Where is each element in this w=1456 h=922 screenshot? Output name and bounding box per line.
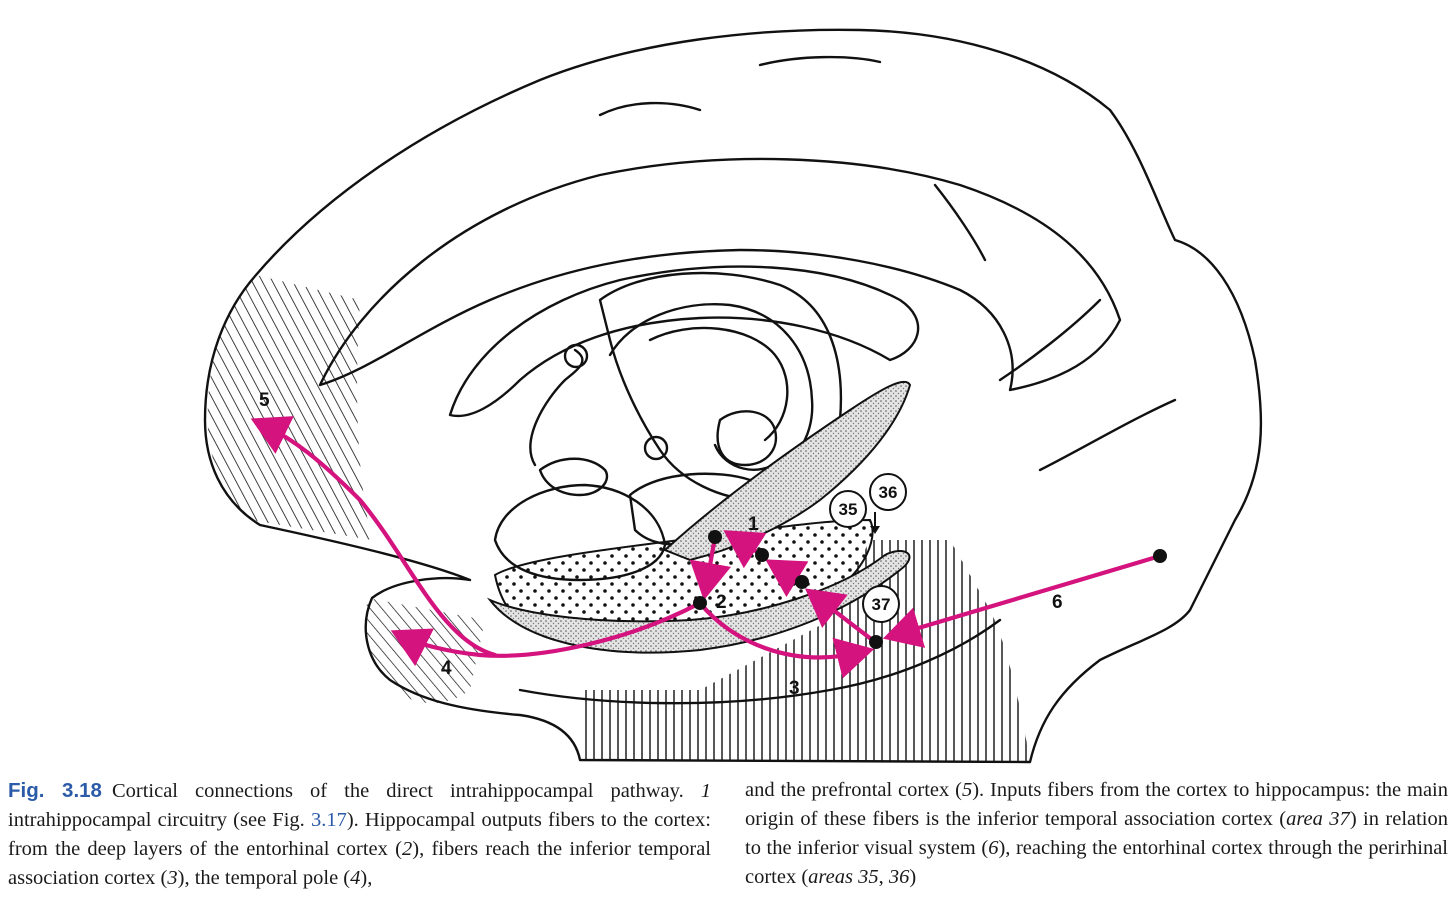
caption-text: ), fibers reach the inferior temporal as… [8,838,711,889]
caption-text: ), [360,867,373,889]
caption-text: ). Inputs fibers from the cortex to hipp… [745,779,1449,830]
caption-text: Cortical connections of the direct intra… [111,780,684,802]
pathway-labels: 1 2 3 4 5 6 [259,390,1063,699]
frontal-sulcus-a [598,101,702,117]
caption-text: ), reaching the entorhinal cortex throug… [745,837,1449,888]
label-6: 6 [1052,592,1063,613]
arrow-to-prefrontal-5 [250,416,498,658]
caption-italic: 4 [350,867,361,889]
area-circles: 35 36 37 [829,473,907,623]
label-3: 3 [789,678,800,699]
area-37-circle [862,585,900,623]
arrow-1-to-2 [689,534,732,601]
cingulate-gyrus [318,157,1122,392]
parietal-sulcus [933,183,987,262]
caption-text: and the prefrontal cortex ( [745,779,962,801]
hatched-areas [207,275,1030,762]
anterior-commissure [529,348,584,467]
third-ventricle [716,410,778,467]
caption-column-left: Fig. 3.18 Cortical connections of the dir… [8,776,711,893]
area-35-circle [829,490,867,528]
caption-italic: 5 [961,779,973,801]
hippocampal-formation [486,380,912,654]
label-4: 4 [441,658,452,679]
caption-column-right: and the prefrontal cortex (5). Inputs fi… [745,776,1448,893]
temporal-sulcus [518,618,1002,705]
node-1 [708,530,722,544]
pathway-nodes [693,530,1167,649]
caption-italic: 36 [888,866,910,888]
label-2: 2 [716,592,727,613]
node-6 [1153,549,1167,563]
caption-italic: areas 35 [808,866,879,888]
caption-text: ), the temporal pole ( [177,867,351,889]
figure-caption: Fig. 3.18 Cortical connections of the dir… [8,776,1448,893]
caption-text: ) in relation to the inferior visual sys… [745,808,1449,859]
figure-reference-link[interactable]: 3.17 [310,809,347,831]
caption-italic: 2 [402,838,413,860]
calcarine-sulcus [1038,398,1177,472]
corpus-callosum [448,265,920,418]
caption-text: ) [909,866,917,888]
brain-diagram: 35 36 37 1 2 3 4 5 6 [203,28,1263,764]
caption-text: intrahippocampal circuitry (see Fig. [8,809,305,831]
commissure-node [643,435,669,461]
label-36: 36 [879,483,898,502]
label-37: 37 [872,595,891,614]
mammillary-body [563,343,589,369]
arrow-to-temporal-pole-4 [390,600,703,667]
node-37 [869,635,883,649]
label-5: 5 [259,390,270,411]
arrow-37-to-perirhinal [805,588,878,645]
inferior-temporal-hatch [580,540,1030,762]
occipital-sulcus [998,298,1102,382]
node-2 [693,596,707,610]
node-perirhinal-a [755,548,769,562]
arrow-to-inferior-temporal-3 [697,600,875,679]
pathway-arrows [250,416,1163,679]
stippled-hippocampus-band [663,380,912,562]
area-36-circle [869,473,907,511]
brain-outline [203,28,1263,764]
outer-contour [203,28,1263,764]
caption-italic: 1 [700,780,712,802]
fornix-loop [648,326,789,442]
caption-italic: 3 [167,867,178,889]
label-1: 1 [748,514,759,535]
frontal-sulcus-b [758,55,882,67]
area-36-pointer-head [870,526,880,534]
caption-italic: area 37 [1286,808,1350,830]
label-35: 35 [839,500,858,519]
caption-text: ). Hippocampal outputs fibers to the cor… [8,809,711,860]
caption-text: , [878,866,889,888]
caption-italic: 6 [988,837,999,859]
temporal-pole-hatch [365,598,485,704]
node-perirhinal-b [795,575,809,589]
arrow-6-to-37 [882,553,1163,648]
fornix-inner [608,303,814,477]
stippled-parahippocampal-band [486,550,911,654]
figure-number: Fig. 3.18 [8,779,102,802]
